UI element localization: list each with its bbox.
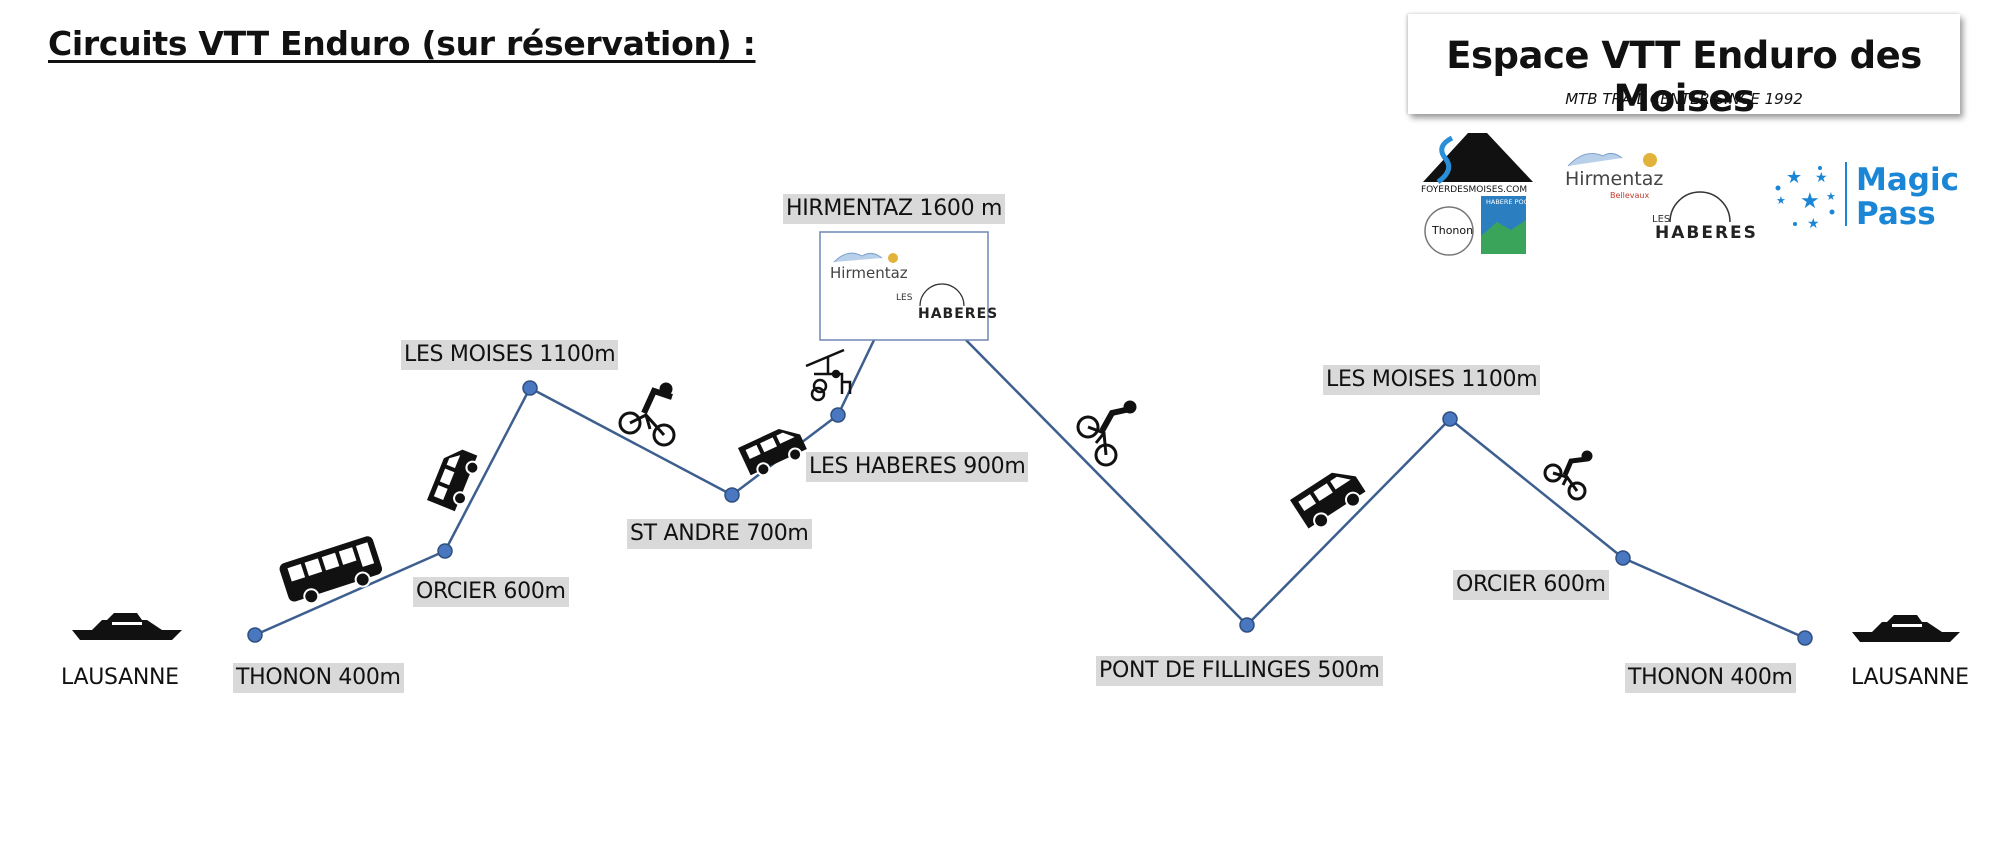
haberes-les-text: LES <box>1652 214 1670 225</box>
route-segment <box>443 387 532 552</box>
label-pont-de-fillinges: PONT DE FILLINGES 500m <box>1096 656 1383 686</box>
van-icon <box>738 428 807 477</box>
label-thonon-start: THONON 400m <box>233 663 404 693</box>
node-les-haberes <box>830 407 846 423</box>
node-orcier-2 <box>1615 550 1631 566</box>
node-pont-de-fillinges <box>1239 617 1255 633</box>
route-segments <box>254 339 1806 640</box>
node-thonon-end <box>1797 630 1813 646</box>
route-nodes <box>247 380 1813 646</box>
van-icon <box>427 449 480 512</box>
route-segment <box>965 339 1248 626</box>
brand-title: Espace VTT Enduro des Moises <box>1446 34 1922 120</box>
haberes-logo-text: HABERES <box>1655 223 1758 243</box>
van-icon <box>1290 472 1366 529</box>
mountain-biker-icon <box>1543 450 1593 501</box>
habere-poche-logo: HABERE POCHE <box>1481 196 1537 254</box>
node-les-moises-1 <box>522 380 538 396</box>
summit-haberes-text: HABERES <box>918 306 998 322</box>
hirmentaz-summit-box: Hirmentaz LES HABERES <box>819 231 998 341</box>
node-st-andre <box>724 487 740 503</box>
thonon-logo-text: Thonon <box>1431 224 1473 237</box>
ferry-icon <box>72 613 182 640</box>
brand-box: Espace VTT Enduro des Moises MTB TRAIL C… <box>1408 14 1960 120</box>
summit-les-text: LES <box>896 293 913 303</box>
label-les-moises-1: LES MOISES 1100m <box>401 340 619 370</box>
svg-text:★: ★ <box>1807 216 1820 232</box>
thonon-logo: Thonon <box>1424 206 1474 256</box>
foyer-logo-text: FOYERDESMOISES.COM <box>1421 185 1527 195</box>
label-thonon-end: THONON 400m <box>1625 663 1796 693</box>
node-thonon-start <box>247 627 263 643</box>
svg-text:★: ★ <box>1776 194 1786 207</box>
magic-pass-logo: ★ ★ ★ ★ ★ ★ Magic Pass <box>1775 162 1959 232</box>
node-les-moises-2 <box>1442 411 1458 427</box>
hirmentaz-logo-text: Hirmentaz <box>1565 168 1663 190</box>
svg-text:★: ★ <box>1786 167 1802 188</box>
label-st-andre: ST ANDRE 700m <box>627 519 812 549</box>
summit-hirmentaz-logo-text: Hirmentaz <box>830 264 908 282</box>
hirmentaz-logo-sub: Bellevaux <box>1610 191 1649 200</box>
route-segment <box>1622 556 1806 640</box>
route-segment <box>836 339 876 416</box>
chairlift-icon <box>805 348 852 402</box>
svg-text:★: ★ <box>1815 170 1828 186</box>
label-les-haberes: LES HABERES 900m <box>806 452 1029 482</box>
magic-text: Magic <box>1856 162 1959 198</box>
ferry-icon <box>1852 615 1960 642</box>
bus-icon <box>279 536 383 605</box>
pass-text: Pass <box>1856 196 1936 232</box>
node-orcier-1 <box>437 543 453 559</box>
foyer-des-moises-logo: FOYERDESMOISES.COM <box>1421 133 1533 195</box>
route-segment <box>1246 418 1451 626</box>
svg-text:★: ★ <box>1800 189 1820 214</box>
route-segment <box>529 386 733 497</box>
label-hirmentaz: HIRMENTAZ 1600 m <box>783 194 1006 224</box>
label-orcier-1: ORCIER 600m <box>413 577 569 607</box>
label-les-moises-2: LES MOISES 1100m <box>1323 365 1541 395</box>
mountain-biker-icon <box>1076 400 1137 467</box>
mountain-biker-icon <box>618 382 676 447</box>
label-orcier-2: ORCIER 600m <box>1453 570 1609 600</box>
route-segment <box>254 549 446 637</box>
hirmentaz-logo: Hirmentaz Bellevaux <box>1565 152 1663 200</box>
les-haberes-logo: LES HABERES <box>1652 191 1758 243</box>
brand-subtitle: MTB TRAIL CENTER SINCE 1992 <box>1565 90 1803 108</box>
label-lausanne-end: LAUSANNE <box>1851 665 1969 690</box>
label-lausanne-start: LAUSANNE <box>61 665 179 690</box>
svg-text:★: ★ <box>1826 190 1836 203</box>
route-segment <box>1449 418 1624 559</box>
page-title: Circuits VTT Enduro (sur réservation) : <box>48 24 756 63</box>
habere-poche-text: HABERE POCHE <box>1486 198 1537 206</box>
